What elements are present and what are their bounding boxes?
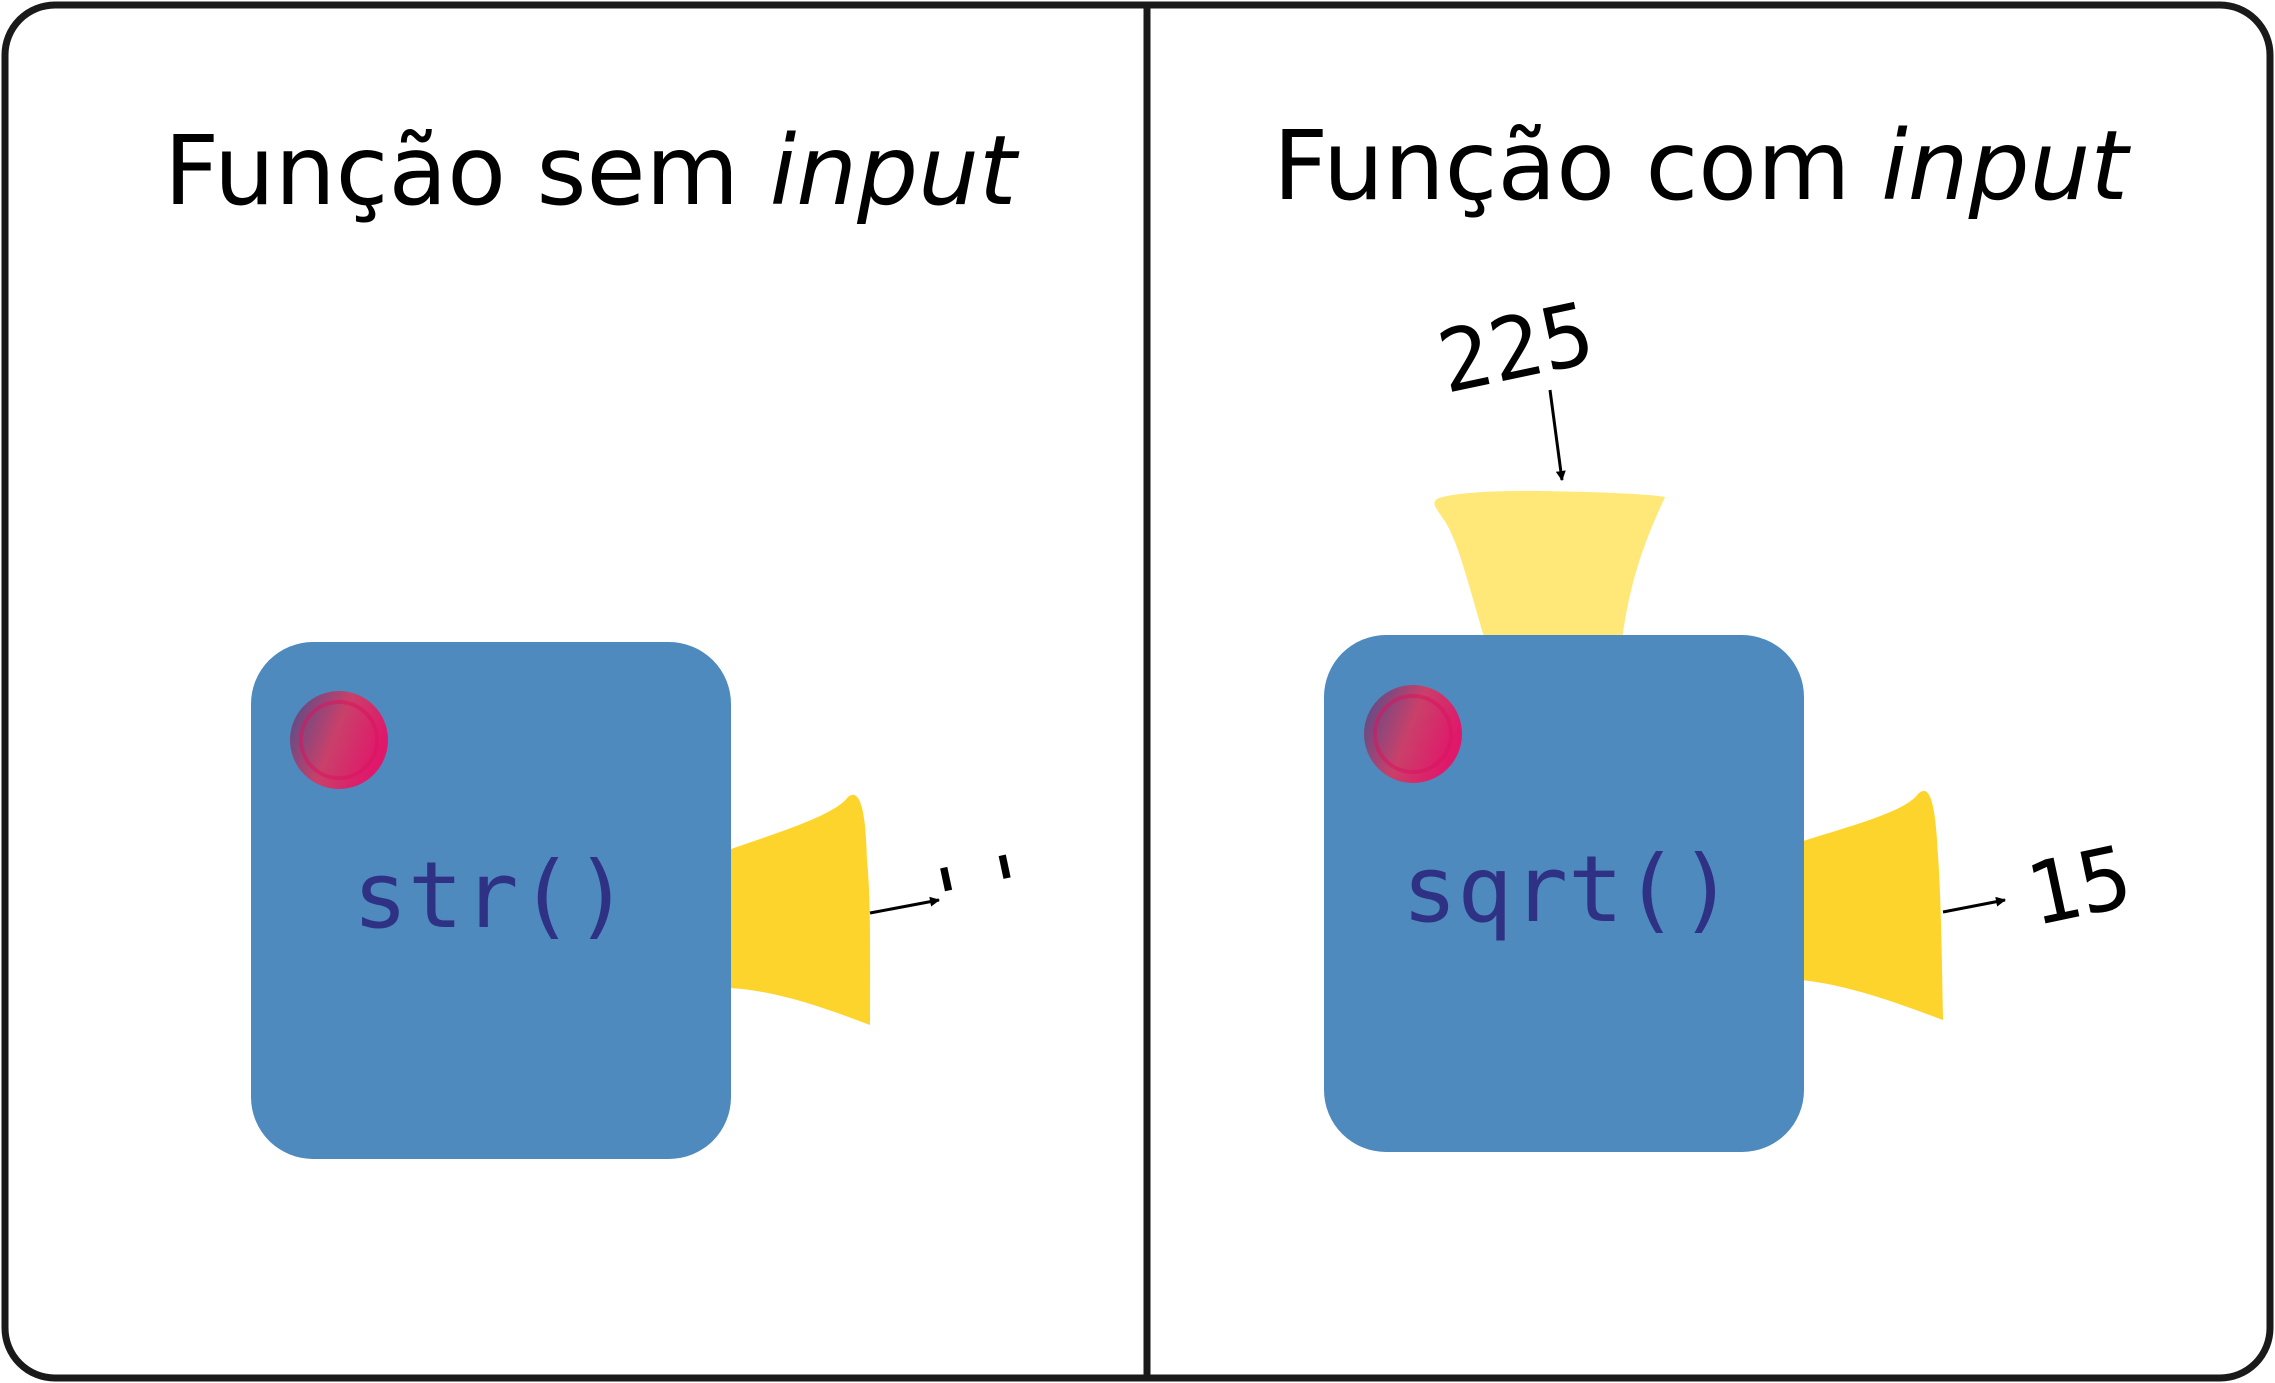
panel-title-italic: input [770,115,1020,227]
panel-title-main: Função sem [164,115,770,227]
output-arrow [869,896,940,915]
function-label: str() [353,842,630,949]
panel-with-input: Função com input 225 sqrt() 15 [1273,110,2140,1152]
indicator-light-rim [299,700,379,780]
indicator-light-rim [1373,694,1453,774]
panel-title-italic: input [1881,110,2131,222]
panel-title-main: Função com [1273,110,1881,222]
panel-title-with-input: Função com input [1273,110,2131,222]
output-arrow [1942,896,2006,914]
indicator-light [1364,685,1462,783]
panel-without-input: Função sem input str() '' [164,115,1053,1159]
output-funnel [728,794,871,1025]
function-label: sqrt() [1402,836,1734,943]
indicator-light [290,691,388,789]
input-funnel [1434,490,1665,640]
input-arrow [1548,389,1566,481]
output-value: '' [915,832,1053,955]
output-value: 15 [2018,827,2140,946]
output-funnel [1800,790,1943,1020]
panel-title-without-input: Função sem input [164,115,1020,227]
